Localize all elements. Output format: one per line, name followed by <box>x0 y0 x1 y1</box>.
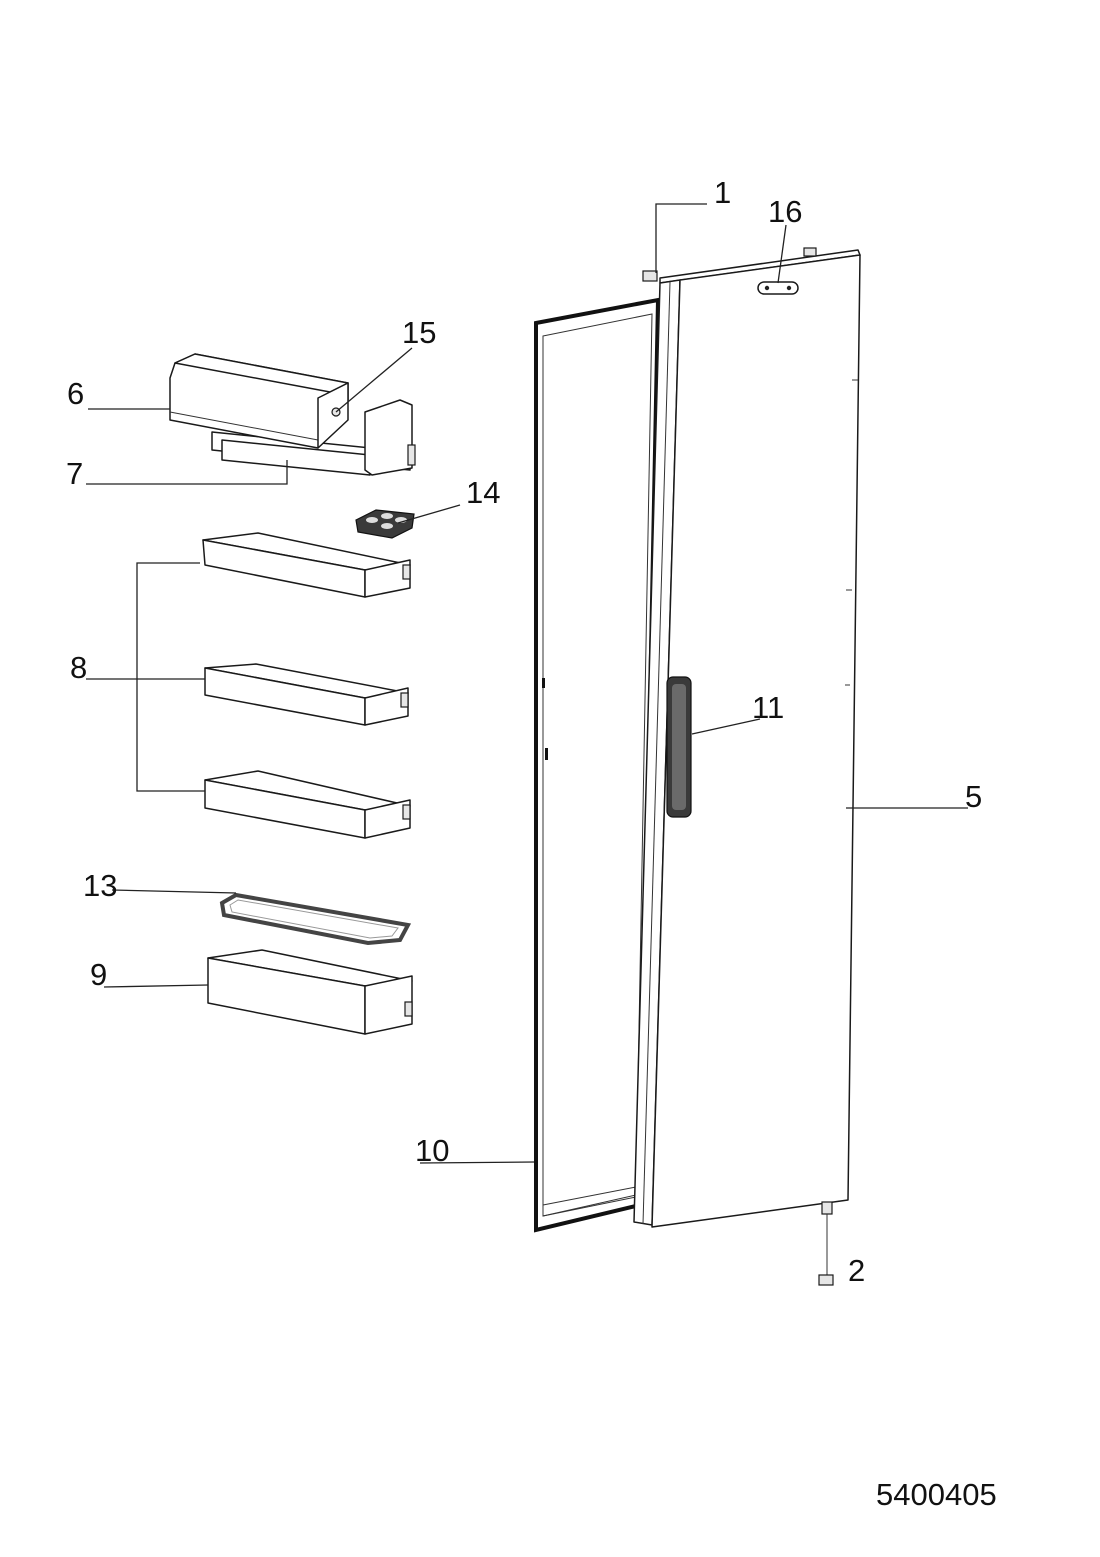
top-hinge <box>642 247 817 282</box>
door-outer-panel <box>633 249 861 1228</box>
callout-6: 6 <box>67 376 84 411</box>
callout-5: 5 <box>965 779 982 814</box>
callout-2: 2 <box>848 1253 865 1288</box>
leader-lines <box>86 203 968 1164</box>
door-shelf-3 <box>204 770 411 839</box>
callout-7: 7 <box>66 456 83 491</box>
callout-15: 15 <box>402 315 436 350</box>
document-number: 5400405 <box>876 1477 997 1512</box>
callout-13: 13 <box>83 868 117 903</box>
callout-9: 9 <box>90 957 107 992</box>
door-shelf-1 <box>202 532 411 598</box>
callout-1: 1 <box>714 175 731 210</box>
callout-8: 8 <box>70 650 87 685</box>
door-shelf-2 <box>204 663 409 726</box>
bottle-shelf <box>207 949 413 1035</box>
callout-14: 14 <box>466 475 500 510</box>
shelf-insert <box>219 892 412 946</box>
badge-plate <box>757 281 799 295</box>
dairy-compartment <box>169 353 416 476</box>
egg-tray <box>355 509 415 539</box>
callout-10: 10 <box>415 1133 449 1168</box>
bottom-hinge <box>818 1201 834 1286</box>
callout-labels: 1 16 15 6 7 14 8 11 5 13 9 10 2 <box>66 175 982 1288</box>
callout-16: 16 <box>768 194 802 229</box>
callout-11: 11 <box>752 690 784 725</box>
